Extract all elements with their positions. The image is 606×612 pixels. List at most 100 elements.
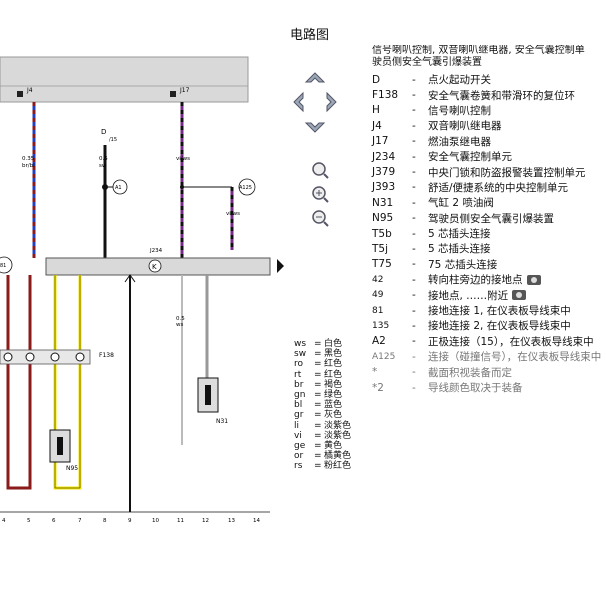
legend-code: A125 — [372, 351, 396, 362]
legend-heading: 信号喇叭控制, 双音喇叭继电器, 安全气囊控制单 驶员侧安全气囊引爆装置 — [372, 45, 606, 69]
legend-dash: - — [412, 119, 416, 132]
legend-row: 81-接地连接 1, 在仪表板导线束中 — [372, 303, 601, 318]
connector-label: 81 — [0, 263, 6, 269]
svg-text:4: 4 — [2, 518, 6, 524]
color-code-row: br=褐色 — [294, 380, 351, 390]
legend-desc: 中央门锁和防盗报警装置控制单元 — [428, 166, 586, 179]
legend-row: T5b-5 芯插头连接 — [372, 226, 601, 241]
legend-dash: - — [412, 319, 416, 332]
color-code-row: ws=白色 — [294, 339, 351, 349]
color-abbr: gn — [294, 390, 306, 401]
legend-desc: 安全气囊卷簧和带滑环的复位环 — [428, 89, 575, 102]
legend-row: N95 -驾驶员侧安全气囊引爆装置 — [372, 211, 601, 226]
pan-down-icon[interactable] — [304, 122, 326, 133]
wire-label: 0.35 — [22, 156, 35, 162]
legend-code: A2 — [372, 335, 386, 348]
legend-code: N31 — [372, 196, 394, 209]
color-abbr: ge — [294, 441, 306, 452]
legend-row: J17-燃油泵继电器 — [372, 134, 601, 149]
component-label: N95 — [66, 465, 78, 472]
color-code-row: ge=黄色 — [294, 441, 351, 451]
legend-desc: 燃油泵继电器 — [428, 135, 491, 148]
color-code-row: rt=红色 — [294, 370, 351, 380]
svg-text:14: 14 — [253, 518, 260, 524]
legend-code: * — [372, 366, 378, 379]
color-abbr: li — [294, 420, 300, 431]
svg-text:9: 9 — [128, 518, 132, 524]
legend-dash: - — [412, 212, 416, 225]
zoom-out-icon[interactable] — [312, 210, 329, 227]
wire-label: vi/ws — [176, 156, 190, 162]
legend-row: T75-75 芯插头连接 — [372, 257, 601, 272]
legend-row: A125-连接（碰撞信号），在仪表板导线束中 — [372, 349, 601, 364]
pan-left-icon[interactable] — [293, 91, 304, 113]
camera-icon[interactable] — [526, 274, 541, 285]
legend-row: J393-舒适/便捷系统的中央控制单元 — [372, 180, 601, 195]
legend-code: *2 — [372, 381, 384, 394]
legend-row: N31-气缸 2 喷油阀 — [372, 195, 601, 210]
relay-band — [0, 56, 249, 103]
legend-dash: - — [412, 150, 416, 163]
component-label: J234 — [149, 248, 163, 254]
legend-dash: - — [412, 104, 416, 117]
color-abbr: or — [294, 451, 304, 462]
equals-sign: = — [314, 461, 322, 472]
circuit-diagram: J4 J17 0.35 br/bl D /15 A1 0.5 sw A125 v… — [0, 56, 284, 524]
color-name: 橘黄色 — [324, 451, 352, 462]
legend-code: J379 — [372, 166, 396, 179]
color-abbr: gr — [294, 410, 304, 421]
svg-text:6: 6 — [52, 518, 56, 524]
connector-label: A125 — [239, 185, 252, 191]
legend-desc: 截面积视装备而定 — [428, 366, 512, 379]
color-name: 淡紫色 — [324, 420, 352, 431]
color-abbr: vi — [294, 430, 302, 441]
svg-text:10: 10 — [152, 518, 159, 524]
wire-label: vi/ws — [226, 211, 240, 217]
legend-row: J379-中央门锁和防盗报警装置控制单元 — [372, 164, 601, 179]
legend-dash: - — [412, 258, 416, 271]
pan-right-icon[interactable] — [326, 91, 337, 113]
legend-desc: 点火起动开关 — [428, 74, 491, 87]
color-name: 绿色 — [324, 390, 343, 401]
color-code-row: vi=淡紫色 — [294, 431, 351, 441]
pan-up-icon[interactable] — [304, 72, 326, 83]
color-code-row: gr=灰色 — [294, 410, 351, 420]
legend-desc: 驾驶员侧安全气囊引爆装置 — [428, 212, 554, 225]
legend-dash: - — [412, 381, 416, 394]
color-abbr: rs — [294, 461, 303, 472]
wire-label: sw — [99, 163, 107, 169]
zoom-fit-icon[interactable] — [312, 162, 329, 179]
legend-row: 135-接地连接 2, 在仪表板导线束中 — [372, 318, 601, 333]
legend-code: J4 — [372, 119, 382, 132]
legend-dash: - — [412, 289, 416, 302]
grid-ruler: 4 5 6 7 8 9 10 11 12 13 14 — [2, 518, 260, 524]
legend-desc: 气缸 2 喷油阀 — [428, 197, 494, 210]
color-name: 粉红色 — [324, 461, 352, 472]
legend-dash: - — [412, 89, 416, 102]
camera-icon[interactable] — [512, 290, 527, 301]
svg-text:7: 7 — [78, 518, 82, 524]
legend-desc: 75 芯插头连接 — [428, 258, 498, 271]
legend-desc: 导线颜色取决于装备 — [428, 382, 523, 394]
legend-dash: - — [412, 227, 416, 240]
color-name: 蓝色 — [324, 400, 343, 411]
legend-dash: - — [412, 73, 416, 86]
legend-heading-line: 信号喇叭控制, 双音喇叭继电器, 安全气囊控制单 — [372, 45, 585, 56]
legend-code: N95 — [372, 212, 394, 225]
equals-sign: = — [314, 339, 322, 349]
legend-dash: - — [412, 181, 416, 194]
color-abbr: sw — [294, 349, 307, 360]
svg-text:13: 13 — [228, 518, 235, 524]
color-name: 黄色 — [324, 441, 343, 452]
legend-code: F138 — [372, 89, 399, 102]
legend-row: T5j-5 芯插头连接 — [372, 241, 601, 256]
zoom-in-icon[interactable] — [312, 186, 329, 203]
legend-desc: 转向柱旁边的接地点 — [428, 274, 523, 287]
connector-a125 — [238, 178, 256, 196]
svg-text:12: 12 — [202, 518, 209, 524]
color-abbr: ro — [294, 359, 304, 370]
legend-code: T5b — [372, 227, 392, 240]
color-code-row: rs =粉红色 — [294, 461, 351, 471]
